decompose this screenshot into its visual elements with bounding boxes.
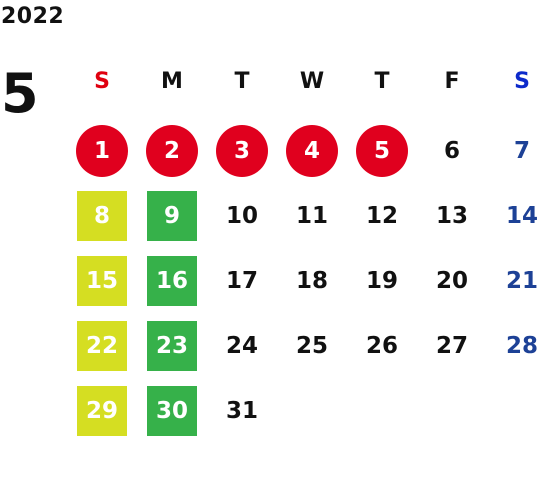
day-cell-24[interactable]: 24: [207, 313, 277, 378]
day-number: 5: [356, 124, 408, 177]
day-number: 26: [365, 332, 398, 359]
day-number: 28: [505, 332, 538, 359]
day-cell-19[interactable]: 19: [347, 248, 417, 313]
day-cell-18[interactable]: 18: [277, 248, 347, 313]
day-cell-28[interactable]: 28: [487, 313, 548, 378]
day-cell-26[interactable]: 26: [347, 313, 417, 378]
day-cell-23[interactable]: 23: [137, 313, 207, 378]
day-number: 27: [435, 332, 468, 359]
day-cell-21[interactable]: 21: [487, 248, 548, 313]
day-number: 19: [365, 267, 398, 294]
day-number: 17: [225, 267, 258, 294]
day-number: 25: [295, 332, 328, 359]
weekday-sunday: S: [94, 68, 110, 94]
day-number: 7: [513, 137, 530, 164]
day-number: 3: [216, 124, 268, 177]
day-number: 15: [77, 255, 127, 306]
day-number: 14: [505, 202, 538, 229]
weekday-saturday: S: [514, 68, 530, 94]
day-cell-9[interactable]: 9: [137, 183, 207, 248]
day-number: [286, 385, 338, 437]
day-cell-2[interactable]: 2: [137, 118, 207, 183]
empty-day-cell: [487, 378, 548, 443]
day-cell-25[interactable]: 25: [277, 313, 347, 378]
day-cell-22[interactable]: 22: [67, 313, 137, 378]
weekday-wednesday: W: [299, 68, 325, 94]
empty-day-cell: [277, 378, 347, 443]
day-cell-16[interactable]: 16: [137, 248, 207, 313]
day-cell-10[interactable]: 10: [207, 183, 277, 248]
day-number: 18: [295, 267, 328, 294]
day-cell-11[interactable]: 11: [277, 183, 347, 248]
empty-day-cell: [417, 378, 487, 443]
day-cell-4[interactable]: 4: [277, 118, 347, 183]
day-number: 31: [225, 397, 258, 424]
weekday-thursday: T: [374, 68, 390, 94]
day-number: 8: [77, 190, 127, 241]
weekday-tuesday: T: [234, 68, 250, 94]
day-number: 29: [77, 385, 127, 436]
day-number: 4: [286, 124, 338, 177]
day-cell-20[interactable]: 20: [417, 248, 487, 313]
day-number: [426, 385, 478, 437]
day-cell-5[interactable]: 5: [347, 118, 417, 183]
day-number: 11: [295, 202, 328, 229]
day-cell-30[interactable]: 30: [137, 378, 207, 443]
day-number: 23: [147, 320, 197, 371]
day-cell-12[interactable]: 12: [347, 183, 417, 248]
day-number: 24: [225, 332, 258, 359]
day-cell-14[interactable]: 14: [487, 183, 548, 248]
day-number: 21: [505, 267, 538, 294]
day-number: 20: [435, 267, 468, 294]
year-label: 2022: [1, 4, 65, 29]
day-cell-6[interactable]: 6: [417, 118, 487, 183]
day-cell-31[interactable]: 31: [207, 378, 277, 443]
day-number: 30: [147, 385, 197, 436]
day-number: 6: [443, 137, 460, 164]
weekday-monday: M: [161, 68, 183, 94]
weekday-header-row: S M T W T F S: [67, 60, 548, 102]
weekday-friday: F: [444, 68, 460, 94]
day-cell-13[interactable]: 13: [417, 183, 487, 248]
day-number: 10: [225, 202, 258, 229]
day-cell-1[interactable]: 1: [67, 118, 137, 183]
day-number: 1: [76, 124, 128, 177]
day-cell-17[interactable]: 17: [207, 248, 277, 313]
day-number: 13: [435, 202, 468, 229]
day-number: 9: [147, 190, 197, 241]
day-cell-7[interactable]: 7: [487, 118, 548, 183]
day-cell-8[interactable]: 8: [67, 183, 137, 248]
empty-day-cell: [347, 378, 417, 443]
day-number: 2: [146, 124, 198, 177]
day-cell-3[interactable]: 3: [207, 118, 277, 183]
day-number: 12: [365, 202, 398, 229]
day-cell-27[interactable]: 27: [417, 313, 487, 378]
day-cell-15[interactable]: 15: [67, 248, 137, 313]
day-number: 16: [147, 255, 197, 306]
day-number: [356, 385, 408, 437]
month-number: 5: [1, 62, 39, 125]
day-cell-29[interactable]: 29: [67, 378, 137, 443]
day-number: [496, 385, 548, 437]
day-number: 22: [77, 320, 127, 371]
